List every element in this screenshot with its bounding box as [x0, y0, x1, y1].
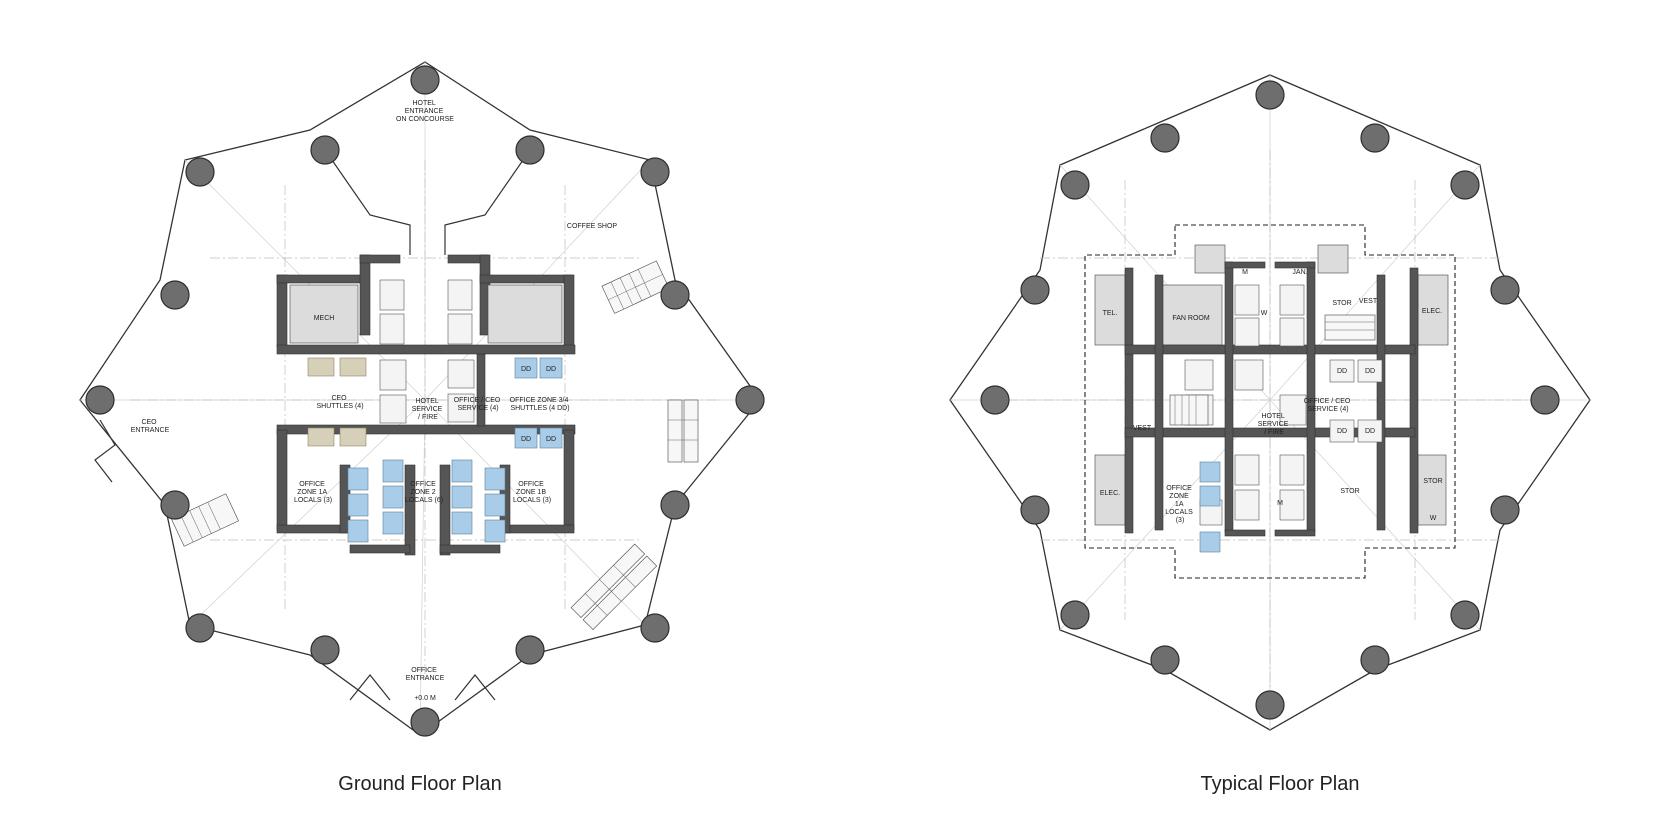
label-mech: MECH — [314, 315, 335, 322]
label-vest-east: VEST — [1359, 298, 1378, 305]
svg-text:DD: DD — [546, 436, 556, 443]
label-elec-west: ELEC. — [1100, 490, 1120, 497]
core-room-northeast — [487, 284, 563, 344]
stair-typical — [1169, 314, 1376, 426]
label-office-ceo-service: OFFICE / CEO SERVICE (4) — [1304, 398, 1353, 413]
label-zone-1a: OFFICE ZONE 1A LOCALS (3) — [294, 481, 332, 504]
stair-northeast — [601, 260, 670, 314]
dd-labels-ground: DD DD DD DD — [521, 366, 556, 443]
door-zigzag-ceo — [94, 419, 116, 483]
label-stor-east: STOR — [1423, 478, 1442, 485]
svg-text:DD: DD — [546, 366, 556, 373]
label-ceo-shuttles: CEO SHUTTLES (4) — [316, 395, 363, 410]
label-elevation: +0.0 M — [414, 695, 436, 702]
label-hotel-service: HOTEL SERVICE / FIRE — [412, 398, 445, 421]
label-w-south: W — [1430, 515, 1437, 522]
dd-shuttle-cars — [514, 357, 563, 449]
core — [1094, 244, 1449, 537]
svg-text:DD: DD — [1365, 368, 1375, 375]
north-lifts — [379, 279, 473, 345]
label-vest-west: VEST — [1133, 425, 1152, 432]
label-office-zone-34: OFFICE ZONE 3/4 SHUTTLES (4 DD) — [510, 397, 571, 412]
label-hotel-entrance: HOTEL ENTRANCE ON CONCOURSE — [396, 100, 454, 123]
typical-floor-plan: TEL. FAN ROOM M W JAN. STOR VEST ELEC. V… — [840, 0, 1680, 840]
label-ceo-entrance: CEO ENTRANCE — [131, 419, 170, 434]
escalator-southeast — [570, 543, 658, 631]
label-tel: TEL. — [1103, 310, 1118, 317]
label-zone-2: OFFICE ZONE 2 LOCALS (6) — [405, 481, 443, 504]
label-zone-1a: OFFICE ZONE 1A LOCALS (3) — [1165, 485, 1195, 524]
dd-cars-typical — [1329, 359, 1383, 443]
grid-lines — [950, 75, 1590, 730]
svg-text:DD: DD — [521, 366, 531, 373]
stair-southwest — [171, 493, 239, 547]
label-m-north: M — [1242, 269, 1248, 276]
ground-floor-plan: HOTEL ENTRANCE ON CONCOURSE COFFEE SHOP … — [79, 61, 765, 795]
service-lifts — [379, 359, 475, 424]
label-stor-north: STOR — [1332, 300, 1351, 307]
label-w-north: W — [1261, 310, 1268, 317]
label-stor-south: STOR — [1340, 488, 1359, 495]
label-elec-east: ELEC. — [1422, 308, 1442, 315]
typical-plan-title: Typical Floor Plan — [1201, 773, 1360, 795]
ground-plan-title: Ground Floor Plan — [338, 773, 501, 795]
hotel-entrance-path-right — [444, 149, 531, 255]
typical-floor-drawing: TEL. FAN ROOM M W JAN. STOR VEST ELEC. V… — [949, 74, 1591, 795]
label-office-entrance: OFFICE ENTRANCE — [406, 667, 445, 682]
ground-floor-drawing: HOTEL ENTRANCE ON CONCOURSE COFFEE SHOP … — [79, 61, 765, 795]
core — [276, 254, 576, 556]
svg-text:DD: DD — [1337, 368, 1347, 375]
svg-text:DD: DD — [1337, 428, 1347, 435]
columns — [980, 80, 1560, 720]
label-coffee-shop: COFFEE SHOP — [567, 223, 618, 230]
dd-labels-typical: DD DD DD DD — [1337, 368, 1375, 435]
label-fan-room: FAN ROOM — [1172, 315, 1210, 322]
mech-room — [289, 284, 359, 344]
hotel-entrance-path-left — [324, 149, 411, 255]
label-office-ceo-service: OFFICE / CEO SERVICE (4) — [454, 397, 503, 412]
label-jan: JAN. — [1292, 269, 1307, 276]
svg-text:DD: DD — [1365, 428, 1375, 435]
door-zigzag-office — [349, 674, 496, 701]
local-lift-cars — [347, 459, 506, 543]
ceo-shuttle-cars — [307, 357, 367, 447]
escalator-east — [667, 399, 699, 463]
label-zone-1b: OFFICE ZONE 1B LOCALS (3) — [513, 481, 551, 504]
label-hotel-service: HOTEL SERVICE / FIRE — [1258, 413, 1291, 436]
label-m-south: M — [1277, 500, 1283, 507]
svg-text:DD: DD — [521, 436, 531, 443]
core-boundary-dashed — [1084, 224, 1456, 579]
columns — [85, 65, 765, 737]
local-lift-cars-typical — [1199, 461, 1221, 553]
